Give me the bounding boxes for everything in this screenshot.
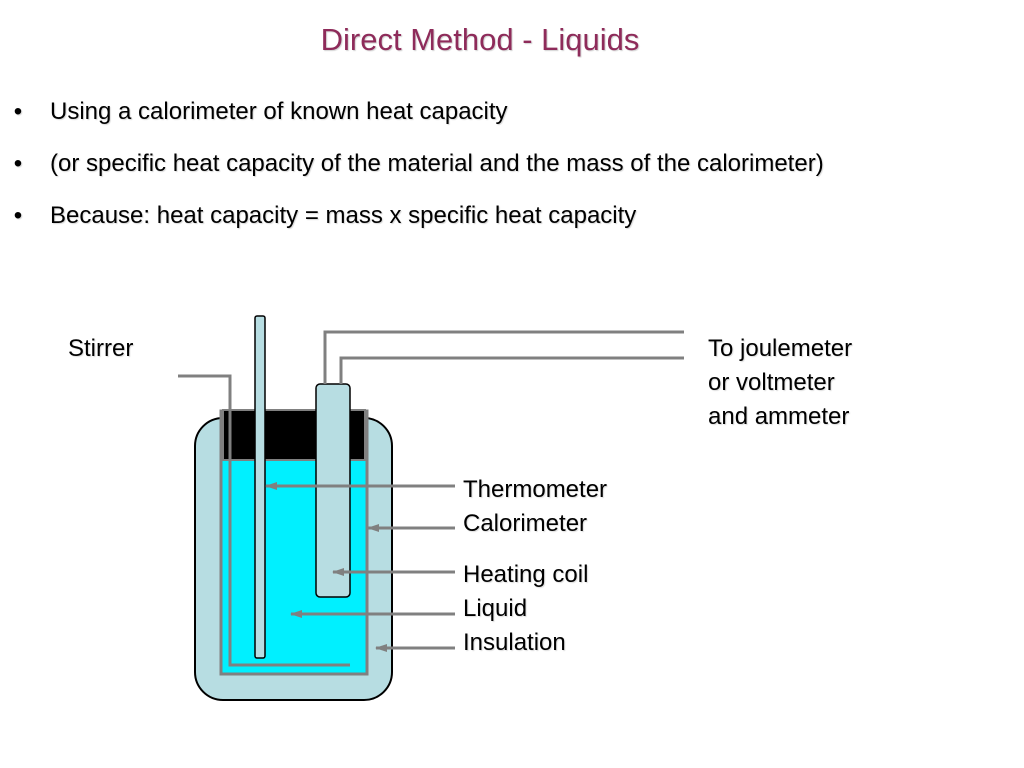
heating-coil-label: Heating coil xyxy=(463,561,589,588)
thermometer-label: Thermometer xyxy=(463,476,608,503)
bullet-item-heat-capacity: • Using a calorimeter of known heat capa… xyxy=(12,95,1012,129)
meter-connection-label: To joulemeter or voltmeter and ammeter xyxy=(708,332,852,434)
bullet-marker: • xyxy=(13,202,23,229)
bullet-text: Using a calorimeter of known heat capaci… xyxy=(50,98,508,125)
meter-label-line-3: and ammeter xyxy=(708,403,850,430)
meter-label-line-1: To joulemeter xyxy=(708,335,853,362)
meter-wire-lower xyxy=(339,356,684,384)
meter-wire-upper xyxy=(323,330,684,384)
heating-coil-body xyxy=(315,383,351,598)
liquid-label: Liquid xyxy=(463,595,528,622)
meter-label-line-2: or voltmeter xyxy=(708,369,835,396)
bullet-list: • Using a calorimeter of known heat capa… xyxy=(12,95,1012,251)
thermometer-rod xyxy=(254,315,266,659)
stirrer-shaft xyxy=(178,374,350,667)
insulation-label: Insulation xyxy=(463,629,566,656)
bullet-marker: • xyxy=(13,98,23,125)
bullet-text: (or specific heat capacity of the materi… xyxy=(50,150,824,177)
bullet-text: Because: heat capacity = mass x specific… xyxy=(50,202,637,229)
calorimeter-label: Calorimeter xyxy=(463,510,588,537)
bullet-marker: • xyxy=(13,150,23,177)
slide-title: Direct Method - Liquids xyxy=(320,22,640,57)
stirrer-label: Stirrer xyxy=(68,335,134,362)
bullet-item-specific-heat: • (or specific heat capacity of the mate… xyxy=(12,147,1012,181)
bullet-item-because: • Because: heat capacity = mass x specif… xyxy=(12,199,1012,233)
